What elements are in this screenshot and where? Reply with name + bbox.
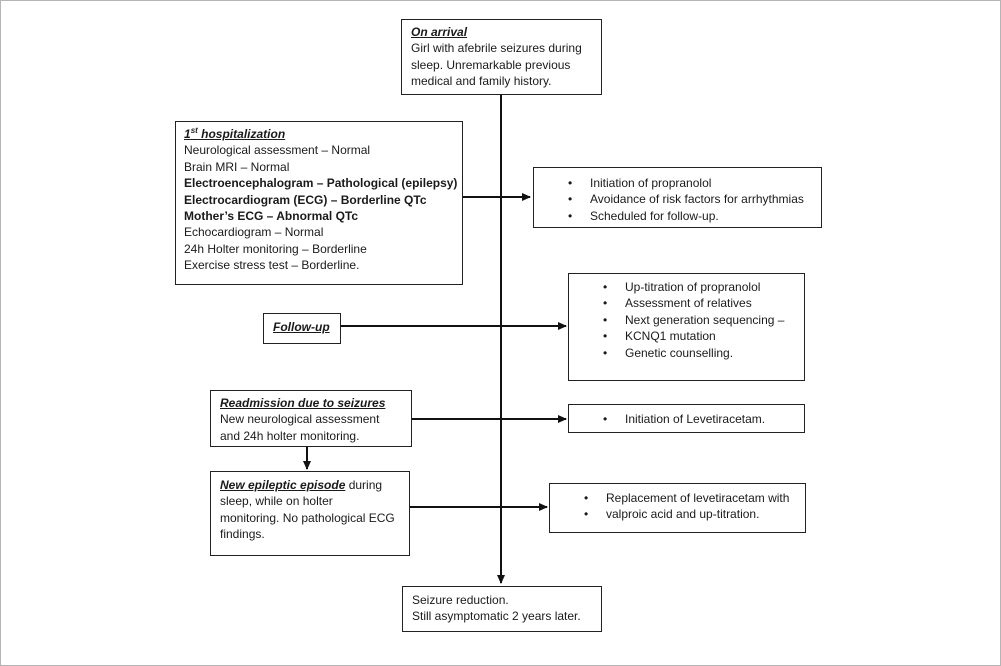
finding-line: Electroencephalogram – Pathological (epi… — [184, 176, 458, 191]
finding-line: Echocardiogram – Normal — [184, 225, 324, 240]
on-arrival-line: Girl with afebrile seizures during — [411, 41, 582, 56]
action-item-continuation-text: valproic acid and up-titration. — [606, 507, 760, 522]
on-arrival-box: On arrival Girl with afebrile seizures d… — [401, 19, 602, 95]
on-arrival-line: medical and family history. — [411, 74, 552, 89]
readmission-actions-box: Initiation of Levetiracetam. — [568, 404, 805, 433]
action-item: Next generation sequencing – — [595, 312, 804, 329]
finding-line: Brain MRI – Normal — [184, 159, 290, 174]
on-arrival-title: On arrival — [411, 25, 468, 39]
action-item: Avoidance of risk factors for arrhythmia… — [560, 191, 821, 208]
title-ordinal-suffix: st — [190, 126, 198, 135]
action-item: Genetic counselling. — [595, 345, 804, 362]
readmission-line: New neurological assessment — [220, 412, 380, 427]
action-item-continuation: valproic acid and up-titration. — [576, 506, 805, 523]
readmission-box: Readmission due to seizures New neurolog… — [210, 390, 412, 447]
outcome-line: Seizure reduction. — [412, 593, 509, 607]
title-text: hospitalization — [197, 127, 286, 141]
episode-line: monitoring. No pathological ECG — [220, 510, 395, 525]
on-arrival-line: sleep. Unremarkable previous — [411, 57, 571, 72]
outcome-line: Still asymptomatic 2 years later. — [412, 609, 581, 624]
new-epileptic-episode-box: New epileptic episode during sleep, whil… — [210, 471, 410, 556]
first-hospitalization-box: 1st hospitalization Neurological assessm… — [175, 121, 463, 285]
finding-line: 24h Holter monitoring – Borderline — [184, 241, 367, 256]
episode-actions-box: Replacement of levetiracetam with valpro… — [549, 483, 806, 533]
episode-title: New epileptic episode — [220, 478, 346, 492]
action-item: Initiation of Levetiracetam. — [595, 411, 804, 428]
action-item-continuation: KCNQ1 mutation — [595, 328, 804, 345]
first-hospitalization-title: 1st hospitalization — [184, 126, 462, 142]
episode-title-after: during — [345, 478, 383, 492]
outcome-box: Seizure reduction. Still asymptomatic 2 … — [402, 586, 602, 632]
follow-up-box: Follow-up — [263, 313, 341, 344]
action-item: Scheduled for follow-up. — [560, 208, 821, 225]
hospitalization-actions-box: Initiation of propranolol Avoidance of r… — [533, 167, 822, 228]
episode-line: findings. — [220, 527, 265, 542]
action-item: Assessment of relatives — [595, 295, 804, 312]
readmission-title: Readmission due to seizures — [220, 396, 386, 410]
action-item: Initiation of propranolol — [560, 175, 821, 192]
followup-actions-box: Up-titration of propranolol Assessment o… — [568, 273, 805, 381]
follow-up-title: Follow-up — [273, 320, 330, 334]
action-item-continuation-text: KCNQ1 mutation — [625, 329, 716, 344]
episode-title-line: New epileptic episode during — [220, 477, 409, 493]
finding-line: Neurological assessment – Normal — [184, 143, 371, 158]
readmission-line: and 24h holter monitoring. — [220, 428, 360, 443]
action-item: Replacement of levetiracetam with — [576, 490, 805, 507]
finding-line: Mother’s ECG – Abnormal QTc — [184, 209, 359, 224]
action-item: Up-titration of propranolol — [595, 279, 804, 296]
episode-line: sleep, while on holter — [220, 494, 333, 509]
finding-line: Exercise stress test – Borderline. — [184, 258, 360, 273]
finding-line: Electrocardiogram (ECG) – Borderline QTc — [184, 192, 427, 207]
title-ordinal: 1 — [184, 127, 191, 141]
